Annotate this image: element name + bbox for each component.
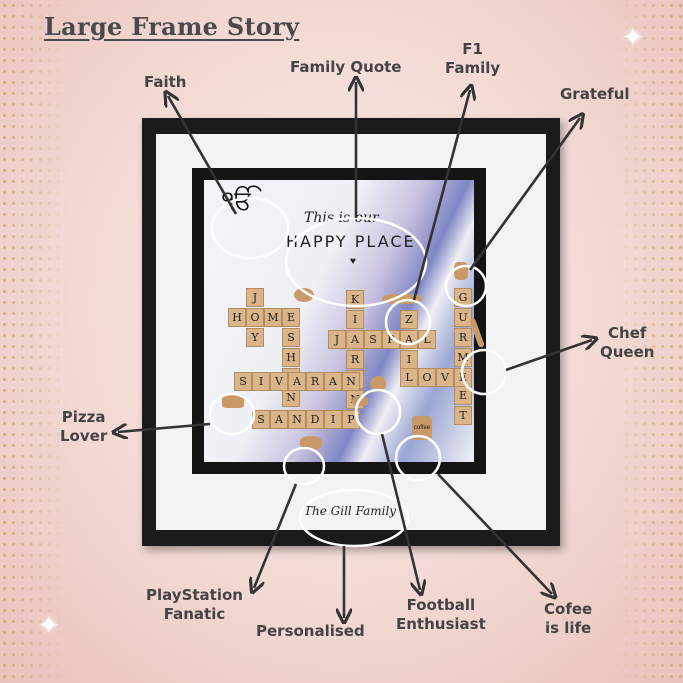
pizza-icon	[222, 394, 244, 408]
label-playstation-fanatic: PlayStation Fanatic	[146, 586, 243, 623]
inner-frame: ੴ This is our HAPPY PLACE ♥ J H O M E Y …	[192, 168, 486, 474]
charm-icon	[294, 288, 314, 302]
coffee-circle	[394, 434, 442, 482]
label-chef-queen: Chef Queen	[600, 324, 655, 361]
coffee-cup-icon: coffee	[412, 416, 432, 440]
gold-dots-right	[613, 0, 683, 683]
game-controller-icon	[300, 436, 322, 450]
personalised-circle	[298, 488, 410, 548]
chef-circle	[460, 348, 508, 396]
f1-car-icon	[382, 294, 422, 304]
f1-circle	[384, 298, 432, 346]
label-family-quote: Family Quote	[290, 58, 402, 76]
faith-circle	[210, 196, 290, 260]
football-circle	[354, 388, 402, 436]
playstation-circle	[282, 446, 326, 486]
page-title: Large Frame Story	[44, 12, 300, 41]
label-faith: Faith	[144, 73, 187, 91]
label-f1-family: F1 Family	[445, 40, 501, 77]
label-personalised: Personalised	[256, 622, 365, 640]
quote-line-2: HAPPY PLACE	[286, 232, 416, 251]
family-name: The Gill Family	[304, 504, 397, 518]
frame-photo: ੴ This is our HAPPY PLACE ♥ J H O M E Y …	[142, 118, 560, 546]
label-football-enthusiast: Football Enthusiast	[396, 596, 486, 633]
marble-artwork: ੴ This is our HAPPY PLACE ♥ J H O M E Y …	[204, 180, 485, 462]
sparkle-icon: ✦	[38, 610, 60, 640]
label-pizza-lover: Pizza Lover	[60, 408, 108, 445]
heart-icon: ♥	[350, 256, 356, 267]
gold-dots-left	[0, 0, 70, 683]
quote-circle	[284, 216, 428, 308]
pizza-circle	[208, 392, 256, 436]
label-grateful: Grateful	[560, 85, 630, 103]
grateful-circle	[444, 264, 488, 308]
sparkle-icon: ✦	[622, 22, 644, 52]
label-cofee-is-life: Cofee is life	[544, 600, 593, 637]
football-icon	[370, 376, 386, 392]
